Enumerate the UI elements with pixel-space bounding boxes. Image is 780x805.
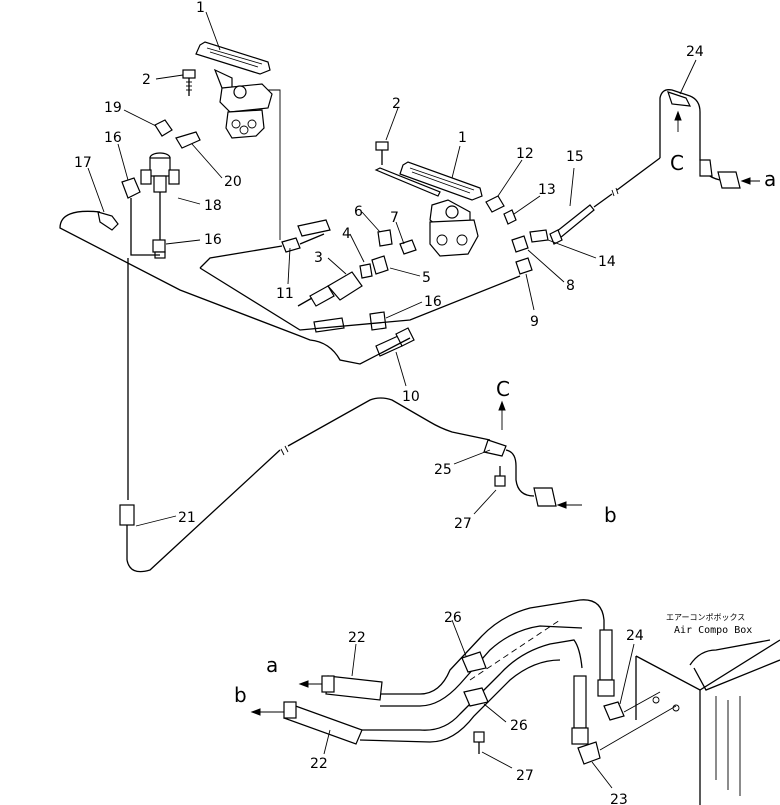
callout-21: 21 — [178, 510, 196, 526]
callout-3: 3 — [314, 250, 323, 266]
letter-b-lower: b — [234, 683, 247, 707]
callout-1-left: 1 — [196, 0, 205, 16]
fitting-13 — [503, 209, 517, 225]
callout-10: 10 — [402, 389, 420, 405]
lower-pipe-assembly — [250, 599, 677, 765]
fitting-10 — [375, 327, 415, 357]
bolt-2-left — [182, 69, 196, 96]
valve-3 — [297, 271, 363, 307]
air-compo-box-label-en: Air Compo Box — [674, 625, 752, 636]
pipe-11-left — [199, 245, 283, 269]
air-compo-box — [635, 639, 780, 805]
connector-20 — [175, 131, 201, 149]
pedal-valve-left — [195, 41, 273, 139]
elbow-7 — [399, 239, 417, 255]
fitting-17 — [97, 211, 119, 231]
tee-5 — [371, 255, 389, 275]
callout-17: 17 — [74, 155, 92, 171]
callout-16-top: 16 — [104, 130, 122, 146]
letter-c-upper: C — [670, 151, 684, 175]
callout-22-upper: 22 — [348, 630, 366, 646]
callout-24-top: 24 — [686, 44, 704, 60]
elbow-16-upper — [121, 177, 141, 199]
tee-valve-18 — [140, 152, 180, 240]
callout-5: 5 — [422, 270, 431, 286]
callout-9: 9 — [530, 314, 539, 330]
elbow-19 — [154, 119, 173, 137]
pipe-to-clamp-24-upper — [659, 89, 760, 189]
pipe-16-link — [130, 210, 160, 256]
callout-22-lower: 22 — [310, 756, 328, 772]
letter-a-upper: a — [764, 167, 776, 191]
clamp-25-assembly — [483, 400, 582, 509]
callout-16-mid: 16 — [204, 232, 222, 248]
callout-numbers: 1 2 19 16 17 18 20 16 11 3 4 6 7 5 16 10… — [74, 0, 704, 805]
callout-1-center: 1 — [458, 130, 467, 146]
callout-6: 6 — [354, 204, 363, 220]
callout-14: 14 — [598, 254, 616, 270]
callout-16-lower: 16 — [424, 294, 442, 310]
pipe-16-to-9 — [199, 267, 521, 331]
callout-26-upper: 26 — [444, 610, 462, 626]
air-compo-box-label-jp: エアーコンポボックス — [666, 613, 745, 622]
bolt-2-center — [375, 141, 389, 165]
callout-20: 20 — [224, 174, 242, 190]
elbow-6 — [377, 229, 393, 247]
callout-18: 18 — [204, 198, 222, 214]
fitting-14 — [529, 229, 549, 243]
callout-2-center: 2 — [392, 96, 401, 112]
callout-8: 8 — [566, 278, 575, 294]
callout-7: 7 — [390, 210, 399, 226]
callout-15: 15 — [566, 149, 584, 165]
callout-19: 19 — [104, 100, 122, 116]
callout-2-left: 2 — [142, 72, 151, 88]
callout-26-lower: 26 — [510, 718, 528, 734]
hose-15 — [549, 157, 661, 245]
callout-13: 13 — [538, 182, 556, 198]
letter-b-mid: b — [604, 503, 617, 527]
valve-left-pipe-down — [268, 89, 281, 240]
fitting-11 — [281, 219, 331, 253]
pedal-valve-center — [374, 161, 483, 257]
elbow-16-lower — [313, 311, 387, 333]
callout-12: 12 — [516, 146, 534, 162]
callout-24-lower: 24 — [626, 628, 644, 644]
letter-a-lower: a — [266, 653, 278, 677]
pipe-17-to-10 — [59, 210, 411, 365]
callout-27-mid: 27 — [454, 516, 472, 532]
letter-c-mid: C — [496, 377, 510, 401]
callout-25: 25 — [434, 462, 452, 478]
pipe-21-run — [119, 258, 491, 573]
callout-4: 4 — [342, 226, 351, 242]
callout-23: 23 — [610, 792, 628, 805]
connector-12 — [485, 195, 505, 213]
tee-8 — [511, 235, 529, 253]
connection-letters: a C C b a b — [234, 151, 776, 707]
leader-lines — [87, 11, 697, 789]
fitting-4 — [359, 263, 373, 279]
elbow-9 — [515, 257, 533, 275]
callout-27-lower: 27 — [516, 768, 534, 784]
callout-11: 11 — [276, 286, 294, 302]
